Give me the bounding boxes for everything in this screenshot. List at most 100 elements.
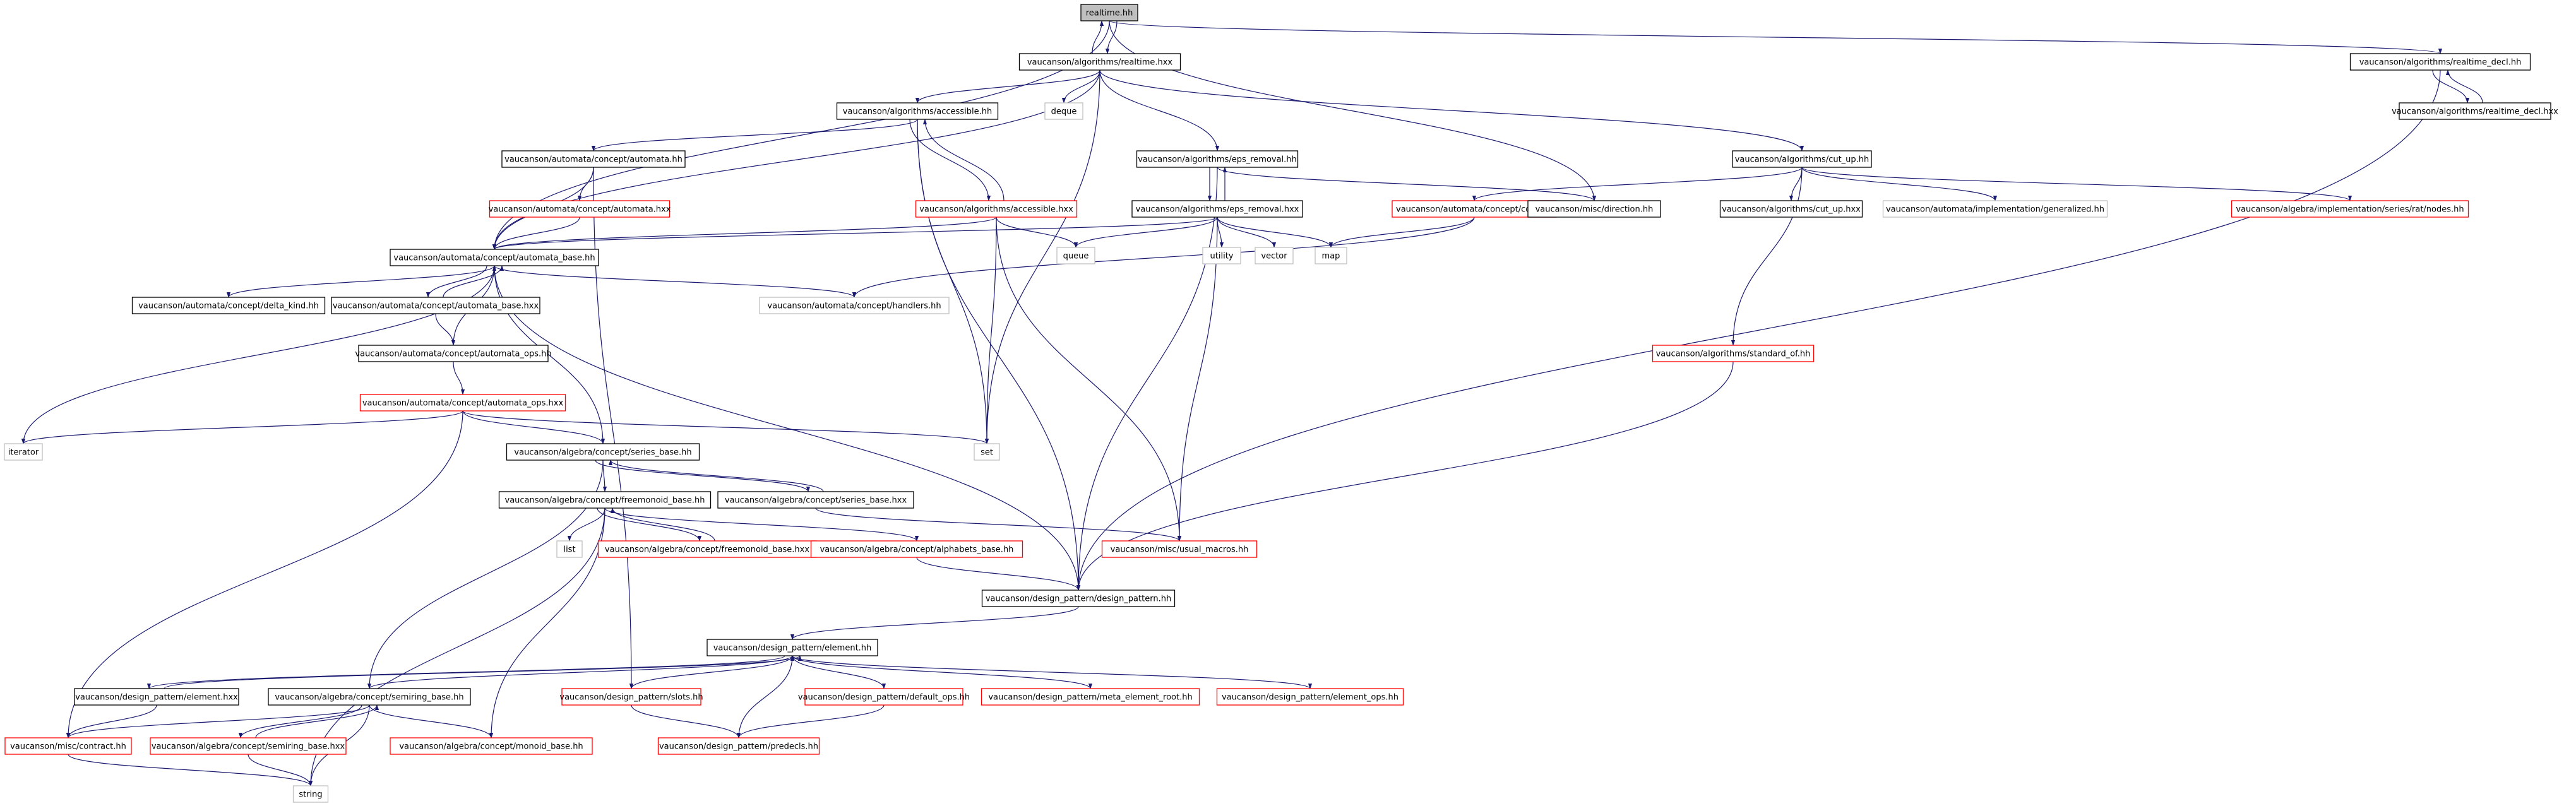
node-list[interactable]: list	[556, 540, 583, 558]
node-box	[358, 345, 549, 362]
edge-alg-realtime-hxx-to-set	[984, 69, 1100, 444]
node-string[interactable]: string	[292, 785, 329, 803]
node-queue[interactable]: queue	[1056, 247, 1095, 264]
node-box	[331, 297, 540, 314]
node-auto-concept-handlers-hh[interactable]: vaucanson/automata/concept/handlers.hh	[759, 297, 950, 314]
node-box	[1719, 200, 1863, 218]
node-box	[717, 491, 914, 509]
edge-alg-cut-up-hh-to-alg-cut-up-hxx	[1789, 167, 1803, 201]
node-box	[836, 102, 999, 120]
edge-auto-concept-automata-base-hxx-to-auto-concept-automata-ops-hh	[435, 313, 456, 346]
node-box	[1136, 150, 1299, 168]
node-box	[292, 785, 329, 803]
edge-alg-eps-removal-hh-to-dp-design-pattern-hh	[1076, 167, 1218, 591]
node-box	[4, 443, 43, 461]
edge-auto-concept-automata-base-hh-to-dp-design-pattern-hh	[494, 265, 1081, 591]
node-alg-accessible-hxx[interactable]: vaucanson/algorithms/accessible.hxx	[915, 200, 1078, 218]
node-box	[74, 688, 239, 706]
node-alge-concept-semiring-base-hxx[interactable]: vaucanson/algebra/concept/semiring_base.…	[150, 737, 347, 755]
node-alg-realtime-hxx[interactable]: vaucanson/algorithms/realtime.hxx	[1018, 53, 1181, 71]
node-label: vaucanson/design_pattern/element.hxx	[75, 693, 238, 702]
edge-alg-realtime-decl-hh-to-alg-realtime-decl-hxx	[2432, 69, 2470, 104]
node-deque[interactable]: deque	[1044, 102, 1083, 120]
node-box	[1216, 688, 1404, 706]
node-auto-concept-automata-base-hh[interactable]: vaucanson/automata/concept/automata_base…	[390, 249, 599, 266]
edge-alge-concept-semiring-base-hxx-to-alge-concept-semiring-base-hh	[255, 704, 379, 738]
node-dp-meta-element-root-hh[interactable]: vaucanson/design_pattern/meta_element_ro…	[981, 688, 1200, 706]
node-dp-design-pattern-hh[interactable]: vaucanson/design_pattern/design_pattern.…	[981, 590, 1176, 607]
edge-auto-concept-automata-ops-hxx-to-misc-contract-hh	[66, 410, 463, 738]
node-auto-concept-automata-ops-hh[interactable]: vaucanson/automata/concept/automata_ops.…	[355, 345, 552, 362]
node-box	[2349, 53, 2531, 71]
node-auto-concept-automata-hh[interactable]: vaucanson/automata/concept/automata.hh	[501, 150, 686, 168]
edge-alg-eps-removal-hxx-to-map	[1217, 216, 1333, 248]
node-dp-element-hxx[interactable]: vaucanson/design_pattern/element.hxx	[74, 688, 239, 706]
node-dp-default-ops-hh[interactable]: vaucanson/design_pattern/default_ops.hh	[798, 688, 970, 706]
node-alg-realtime-decl-hxx[interactable]: vaucanson/algorithms/realtime_decl.hxx	[2392, 102, 2558, 120]
edge-dp-design-pattern-hh-to-dp-element-hh	[790, 606, 1079, 640]
node-label: map	[1322, 252, 1340, 261]
node-alg-cut-up-hh[interactable]: vaucanson/algorithms/cut_up.hh	[1732, 150, 1872, 168]
edge-alg-accessible-hxx-to-auto-concept-automata-base-hh	[492, 216, 997, 250]
node-dp-slots-hh[interactable]: vaucanson/design_pattern/slots.hh	[559, 688, 703, 706]
node-label: utility	[1210, 252, 1234, 261]
node-alg-cut-up-hxx[interactable]: vaucanson/algorithms/cut_up.hxx	[1719, 200, 1863, 218]
node-box	[489, 200, 671, 218]
edge-realtime-hh-to-alg-realtime-hxx	[1105, 20, 1118, 54]
node-utility[interactable]: utility	[1202, 247, 1241, 264]
edge-dp-element-hh-to-dp-predecls-hh	[736, 655, 793, 738]
node-box	[1056, 247, 1095, 264]
node-alge-concept-monoid-base-hh[interactable]: vaucanson/algebra/concept/monoid_base.hh	[390, 737, 593, 755]
edge-auto-concept-copy-hh-to-auto-concept-handlers-hh	[852, 216, 1475, 298]
node-alg-eps-removal-hxx[interactable]: vaucanson/algorithms/eps_removal.hxx	[1131, 200, 1303, 218]
node-label: vaucanson/algorithms/realtime_decl.hxx	[2392, 107, 2558, 117]
node-set[interactable]: set	[974, 443, 1000, 461]
node-alge-concept-freemonoid-base-hh[interactable]: vaucanson/algebra/concept/freemonoid_bas…	[498, 491, 712, 509]
node-alg-realtime-decl-hh[interactable]: vaucanson/algorithms/realtime_decl.hh	[2349, 53, 2531, 71]
node-alge-concept-semiring-base-hh[interactable]: vaucanson/algebra/concept/semiring_base.…	[268, 688, 471, 706]
node-auto-impl-generalized-hh[interactable]: vaucanson/automata/implementation/genera…	[1882, 200, 2108, 218]
edge-alg-cut-up-hh-to-auto-concept-copy-hh	[1472, 167, 1803, 201]
node-box	[2399, 102, 2551, 120]
node-misc-usual-macros-hh[interactable]: vaucanson/misc/usual_macros.hh	[1101, 540, 1258, 558]
node-box	[1018, 53, 1181, 71]
node-label: vaucanson/automata/concept/automata_base…	[333, 302, 539, 311]
node-vector[interactable]: vector	[1255, 247, 1294, 264]
node-alge-concept-alphabets-base-hh[interactable]: vaucanson/algebra/concept/alphabets_base…	[810, 540, 1023, 558]
node-auto-concept-automata-base-hxx[interactable]: vaucanson/automata/concept/automata_base…	[331, 297, 540, 314]
node-label: vaucanson/design_pattern/element_ops.hh	[1222, 693, 1398, 702]
node-box	[1527, 200, 1661, 218]
node-realtime-hh[interactable]: realtime.hh	[1080, 4, 1138, 21]
node-label: vaucanson/algebra/implementation/series/…	[2236, 205, 2464, 215]
node-alg-eps-removal-hh[interactable]: vaucanson/algorithms/eps_removal.hh	[1136, 150, 1299, 168]
node-auto-concept-automata-hxx[interactable]: vaucanson/automata/concept/automata.hxx	[489, 200, 671, 218]
node-map[interactable]: map	[1315, 247, 1347, 264]
node-alge-concept-series-base-hh[interactable]: vaucanson/algebra/concept/series_base.hh	[506, 443, 700, 461]
node-alg-standard-of-hh[interactable]: vaucanson/algorithms/standard_of.hh	[1652, 345, 1815, 362]
node-alge-concept-freemonoid-base-hxx[interactable]: vaucanson/algebra/concept/freemonoid_bas…	[597, 540, 817, 558]
edge-auto-concept-automata-hxx-to-auto-concept-automata-base-hh	[492, 216, 580, 250]
edge-auto-concept-copy-hh-to-map	[1328, 216, 1475, 248]
node-dp-element-ops-hh[interactable]: vaucanson/design_pattern/element_ops.hh	[1216, 688, 1404, 706]
edge-alge-concept-semiring-base-hxx-to-string	[247, 754, 313, 786]
node-alg-impl-series-rat-nodes-hh[interactable]: vaucanson/algebra/implementation/series/…	[2231, 200, 2469, 218]
node-dp-predecls-hh[interactable]: vaucanson/design_pattern/predecls.hh	[657, 737, 820, 755]
node-label: vaucanson/automata/implementation/genera…	[1886, 205, 2104, 215]
node-label: vaucanson/algebra/concept/alphabets_base…	[820, 545, 1014, 555]
edge-dp-element-hxx-to-misc-contract-hh	[66, 704, 157, 738]
node-alge-concept-series-base-hxx[interactable]: vaucanson/algebra/concept/series_base.hx…	[717, 491, 914, 509]
node-label: vaucanson/algorithms/cut_up.hxx	[1722, 205, 1861, 215]
node-box	[707, 639, 878, 656]
edge-realtime-hh-to-misc-direction-hh	[1109, 20, 1597, 201]
node-misc-contract-hh[interactable]: vaucanson/misc/contract.hh	[4, 737, 132, 755]
edge-alg-accessible-hxx-to-set	[984, 216, 997, 444]
edge-alg-accessible-hh-to-dp-design-pattern-hh	[917, 119, 1081, 591]
node-misc-direction-hh[interactable]: vaucanson/misc/direction.hh	[1527, 200, 1661, 218]
node-auto-concept-delta-kind-hh[interactable]: vaucanson/automata/concept/delta_kind.hh	[131, 297, 326, 314]
edge-dp-element-hh-to-dp-default-ops-hh	[792, 655, 886, 689]
node-auto-concept-automata-ops-hxx[interactable]: vaucanson/automata/concept/automata_ops.…	[359, 394, 566, 412]
node-iterator[interactable]: iterator	[4, 443, 43, 461]
node-dp-element-hh[interactable]: vaucanson/design_pattern/element.hh	[707, 639, 878, 656]
node-alg-accessible-hh[interactable]: vaucanson/algorithms/accessible.hh	[836, 102, 999, 120]
node-label: vaucanson/automata/concept/automata_base…	[393, 254, 595, 263]
